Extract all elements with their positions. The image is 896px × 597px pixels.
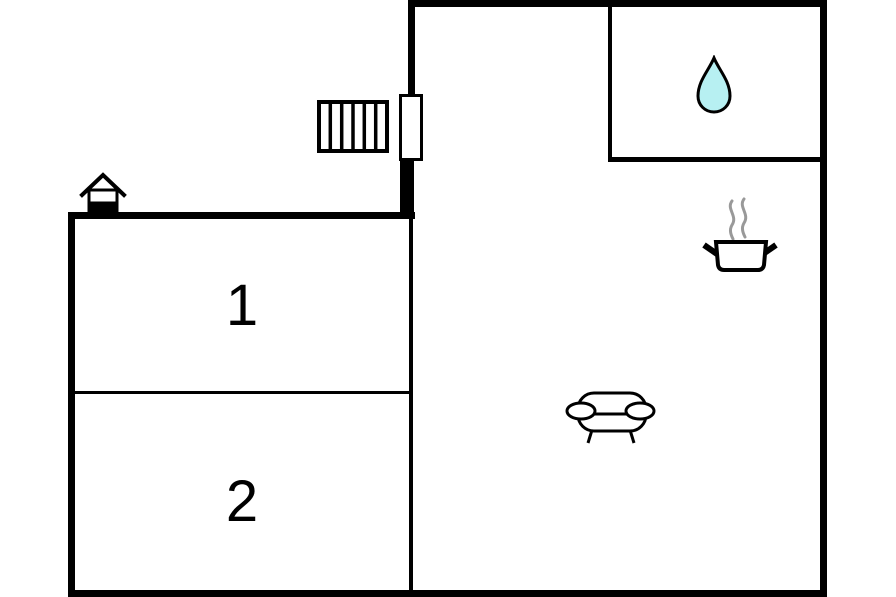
cooking-pot-icon [702,197,778,272]
wall-below-door [400,159,414,219]
room-1-label: 1 [225,272,259,338]
wall-room-divider-vertical [409,219,413,590]
wall-top [408,0,827,7]
wall-bathroom-bottom [608,157,820,162]
steam-line [728,199,736,241]
house-icon [79,172,127,215]
room-2-label: 2 [225,468,259,534]
water-drop-icon [696,55,732,114]
wall-right [820,0,827,597]
wall-entry-upper [408,0,415,95]
wall-bathroom-left [608,7,612,162]
steam-line [740,197,748,239]
wall-room-divider-horizontal [75,391,409,394]
wall-left [68,212,75,597]
sofa-icon [565,391,656,444]
door [399,94,423,161]
stairs-icon [317,100,389,153]
wall-left-block-top [68,212,415,219]
wall-bottom [68,590,827,597]
